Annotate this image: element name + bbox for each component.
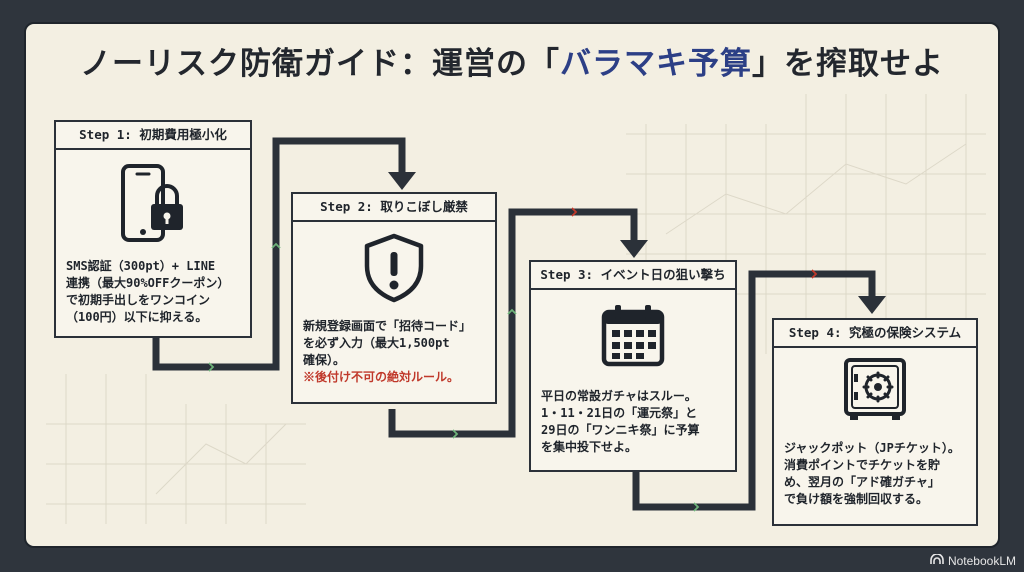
step-text-line: を集中投下せよ。: [541, 440, 638, 454]
arrow-head-2: [620, 240, 648, 258]
notebooklm-logo-icon: [930, 553, 944, 568]
step-description: 平日の常設ガチャはスルー。 1・11・21日の「運元祭」と 29日の「ワンニキ祭…: [541, 388, 729, 456]
flow-marker: [507, 308, 517, 315]
step-text-line: ジャックポット（JPチケット）。: [784, 441, 960, 455]
flow-path: [152, 137, 886, 512]
flow-marker: [208, 362, 215, 372]
title-part-2: 」を搾取せよ: [752, 46, 944, 82]
step-header: Step 3: イベント日の狙い撃ち: [531, 262, 735, 290]
arrow-head-1: [388, 172, 416, 190]
step-card-2: Step 2: 取りこぼし厳禁 新規登録画面で「招待コード」 を必ず入力（最大1…: [291, 192, 497, 404]
warning-note: ※後付け不可の絶対ルール。: [303, 370, 460, 384]
step-text-line: で初期手出しをワンコイン: [66, 293, 211, 307]
flow-marker: [452, 429, 459, 439]
step-text-line: 新規登録画面で「招待コード」: [303, 319, 472, 333]
phone-lock-icon: [113, 164, 193, 248]
background-grid: [46, 94, 986, 524]
step-text-line: （100円）以下に抑える。: [66, 310, 208, 324]
step-text-line: 消費ポイントでチケットを貯: [784, 458, 941, 472]
step-text-line: 確保）。: [303, 353, 346, 367]
title-highlight: バラマキ予算: [560, 46, 752, 82]
shield-alert-icon: [359, 232, 429, 308]
step-text-line: め、翌月の「アド確ガチャ」: [784, 475, 940, 489]
slide-frame: ノーリスク防衛ガイド：運営の「バラマキ予算」を搾取せよ Step 1: 初期費用…: [24, 22, 1000, 548]
step-text-line: を必ず入力（最大1,500pt: [303, 336, 450, 350]
step-description: ジャックポット（JPチケット）。 消費ポイントでチケットを貯 め、翌月の「アド確…: [784, 440, 970, 508]
step-card-1: Step 1: 初期費用極小化 SMS認証（300pt）+ LINE 連携（最大…: [54, 120, 252, 338]
brand-watermark: NotebookLM: [930, 553, 1016, 568]
step-text-line: で負け額を強制回収する。: [784, 492, 929, 506]
step-header: Step 2: 取りこぼし厳禁: [293, 194, 495, 222]
arrow-head-3: [858, 296, 886, 314]
step-text-line: 平日の常設ガチャはスルー。: [541, 389, 697, 403]
step-text-line: 29日の「ワンニキ祭」に予算: [541, 423, 700, 437]
step-header: Step 4: 究極の保険システム: [774, 320, 976, 348]
step-description: 新規登録画面で「招待コード」 を必ず入力（最大1,500pt 確保）。 ※後付け…: [303, 318, 489, 386]
title-part-1: ノーリスク防衛ガイド：運営の「: [80, 46, 560, 82]
page-title: ノーリスク防衛ガイド：運営の「バラマキ予算」を搾取せよ: [26, 38, 998, 83]
step-text-line: 1・11・21日の「運元祭」と: [541, 406, 698, 420]
step-card-4: Step 4: 究極の保険システム ジャックポット（JPチケッ: [772, 318, 978, 526]
flow-marker: [811, 269, 818, 279]
flow-marker: [693, 502, 700, 512]
flow-marker: [571, 207, 578, 217]
step-description: SMS認証（300pt）+ LINE 連携（最大90%OFFクーポン） で初期手…: [66, 258, 244, 326]
step-header: Step 1: 初期費用極小化: [56, 122, 250, 150]
step-card-3: Step 3: イベント日の狙い撃ち 平日の常設ガチャはスルー。 1・11・2: [529, 260, 737, 472]
brand-name: NotebookLM: [947, 554, 1016, 568]
step-text-line: SMS認証（300pt）+ LINE: [66, 259, 216, 273]
safe-icon: [840, 356, 910, 428]
calendar-icon: [600, 302, 666, 372]
flow-marker: [271, 242, 281, 249]
step-text-line: 連携（最大90%OFFクーポン）: [66, 276, 230, 290]
